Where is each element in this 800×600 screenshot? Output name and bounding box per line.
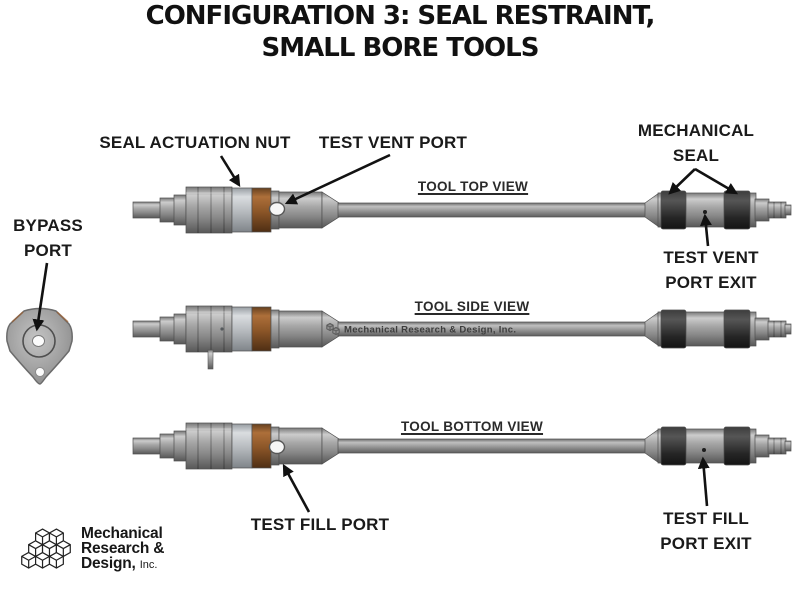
tool-side-view-label: TOOL SIDE VIEW: [414, 299, 530, 314]
bypass-port-label: BYPASS PORT: [13, 213, 83, 263]
tool-top-view-illustration: [132, 186, 792, 234]
test-fill-port-exit-line1: TEST FILL: [663, 509, 749, 528]
test-vent-port-exit-arrow: [700, 213, 712, 247]
cube-cluster-icon: [21, 528, 71, 569]
mechanical-seal-line2: SEAL: [672, 146, 720, 165]
mechanical-seal-arrow-right: [694, 167, 739, 195]
bypass-port-hole: [32, 335, 45, 347]
seal-actuation-nut-label: SEAL ACTUATION NUT: [99, 133, 291, 152]
test-vent-port-exit-line2: PORT EXIT: [665, 273, 757, 292]
bypass-port-line2: PORT: [23, 241, 73, 260]
test-vent-port-arrow: [284, 153, 391, 205]
shaft-logo-icon: [326, 322, 334, 332]
company-logo: Mechanical Research & Design, Inc.: [20, 524, 164, 574]
test-fill-port-arrow: [282, 463, 311, 513]
callout-arrows: [32, 153, 739, 513]
test-vent-port-exit-hole: [703, 210, 707, 214]
test-fill-port-exit-line2: PORT EXIT: [660, 534, 752, 553]
shaft-branding: Mechanical Research & Design, Inc.: [326, 322, 516, 336]
bypass-port-line1: BYPASS: [13, 216, 83, 235]
logo-line2: Research &: [81, 539, 165, 557]
test-fill-port-exit-arrow: [697, 456, 710, 507]
test-fill-port-exit-hole: [702, 448, 706, 452]
test-vent-port-hole: [268, 201, 286, 217]
tool-side-view-illustration: Mechanical Research & Design, Inc.: [132, 305, 792, 370]
actuation-pin: [207, 349, 214, 370]
test-fill-port-label: TEST FILL PORT: [250, 515, 390, 534]
mechanical-seal-label: MECHANICAL SEAL: [638, 118, 754, 168]
mechanical-seal-line1: MECHANICAL: [637, 121, 755, 140]
test-vent-port-exit-label: TEST VENT PORT EXIT: [663, 245, 758, 295]
test-vent-port-exit-line1: TEST VENT: [663, 248, 759, 267]
page-title-line2: SMALL BORE TOOLS: [261, 33, 540, 63]
seal-actuation-nut-arrow: [219, 155, 241, 188]
bypass-port-illustration: [6, 307, 73, 385]
test-fill-port-exit-label: TEST FILL PORT EXIT: [660, 506, 752, 556]
logo-line3-bold: Design,: [81, 554, 136, 572]
bypass-port-arrow: [32, 262, 49, 332]
shaft-logo-icon: [332, 326, 340, 336]
company-logo-text: Mechanical Research & Design, Inc.: [81, 524, 165, 573]
logo-line3-suffix: Inc.: [139, 558, 158, 571]
page-title: CONFIGURATION 3: SEAL RESTRAINT, SMALL B…: [0, 0, 800, 64]
logo-line3: Design, Inc.: [81, 554, 164, 573]
tool-top-view-label: TOOL TOP VIEW: [417, 179, 529, 194]
page-title-line1: CONFIGURATION 3: SEAL RESTRAINT,: [145, 1, 656, 31]
tool-bottom-view-illustration: [132, 422, 792, 470]
test-fill-port-hole: [268, 439, 286, 455]
shaft-brand-text: Mechanical Research & Design, Inc.: [344, 325, 516, 336]
test-vent-port-label: TEST VENT PORT: [318, 133, 468, 152]
logo-line1: Mechanical: [81, 524, 163, 542]
tool-bottom-view-label: TOOL BOTTOM VIEW: [400, 419, 544, 434]
mechanical-seal-arrow-left: [668, 168, 696, 195]
